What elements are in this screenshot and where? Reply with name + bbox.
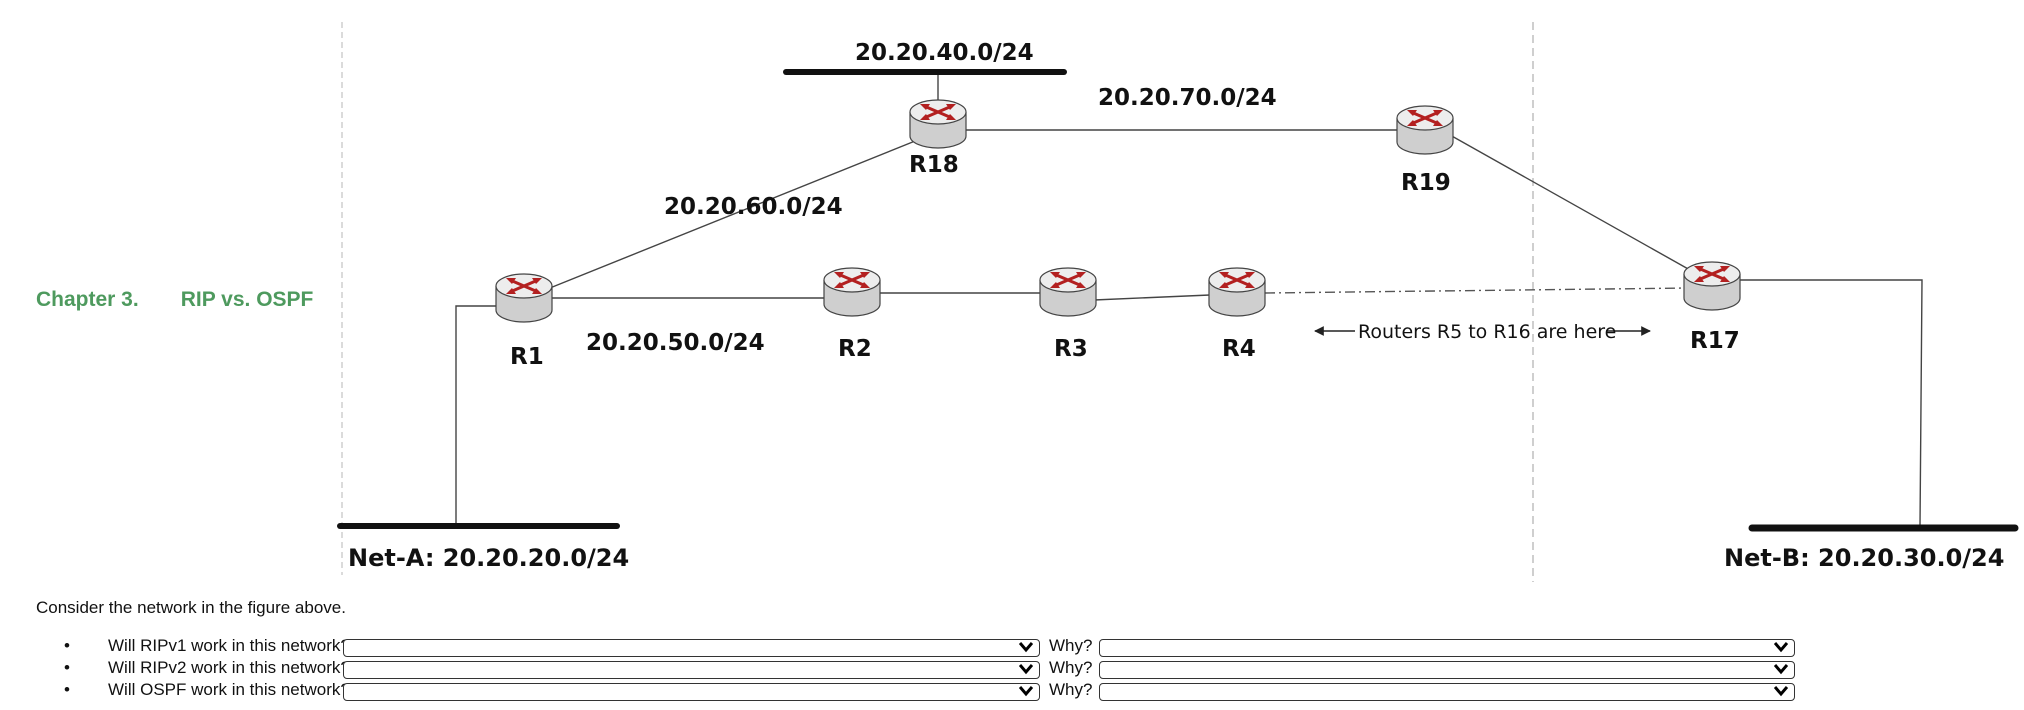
router-r19-icon — [1395, 104, 1455, 156]
label-r3: R3 — [1054, 336, 1088, 362]
label-r18: R18 — [909, 152, 959, 178]
label-neta: Net-A: 20.20.20.0/24 — [348, 544, 629, 572]
why-dropdown-ripv2[interactable] — [1099, 661, 1795, 679]
why-dropdown-ripv1[interactable] — [1099, 639, 1795, 657]
router-r3-icon — [1038, 266, 1098, 318]
answer-dropdown-ripv1[interactable] — [343, 639, 1040, 657]
bullet: • — [64, 680, 70, 699]
router-r2-icon — [822, 266, 882, 318]
answer-dropdown-ripv2[interactable] — [343, 661, 1040, 679]
network-diagram: 20.20.40.0/24 20.20.70.0/24 20.20.60.0/2… — [337, 22, 2019, 582]
label-net70: 20.20.70.0/24 — [1098, 85, 1277, 111]
label-r2: R2 — [838, 336, 872, 362]
label-net40: 20.20.40.0/24 — [855, 40, 1034, 66]
why-label: Why? — [1049, 680, 1093, 699]
label-r17: R17 — [1690, 328, 1740, 354]
routers-range-note: Routers R5 to R16 are here — [1358, 321, 1616, 343]
drop-r1-neta — [455, 305, 520, 526]
bullet: • — [64, 658, 70, 677]
router-r4-icon — [1207, 266, 1267, 318]
chevron-down-icon — [1774, 642, 1788, 653]
chevron-down-icon — [1019, 664, 1033, 675]
chevron-down-icon — [1774, 686, 1788, 697]
label-netb: Net-B: 20.20.30.0/24 — [1724, 544, 2004, 572]
question-text: Will RIPv1 work in this network? — [108, 636, 350, 655]
chapter-topic: RIP vs. OSPF — [180, 288, 314, 311]
chevron-down-icon — [1774, 664, 1788, 675]
chevron-down-icon — [1019, 642, 1033, 653]
label-r4: R4 — [1222, 336, 1256, 362]
label-r1: R1 — [510, 344, 544, 370]
link-r3-r4 — [1093, 294, 1211, 301]
label-r19: R19 — [1401, 170, 1451, 196]
router-r17-icon — [1682, 260, 1742, 312]
router-r1-icon — [494, 272, 554, 324]
question-text: Will RIPv2 work in this network? — [108, 658, 350, 677]
link-r1-r18 — [539, 132, 936, 293]
link-r4-r17-dashed — [1264, 287, 1691, 294]
chevron-down-icon — [1019, 686, 1033, 697]
drop-r17-netb — [1738, 279, 1923, 527]
why-label: Why? — [1049, 636, 1093, 655]
why-label: Why? — [1049, 658, 1093, 677]
answer-dropdown-ospf[interactable] — [343, 683, 1040, 701]
chapter-number: Chapter 3. — [36, 288, 139, 311]
link-r19-r17 — [1449, 134, 1691, 271]
label-net60: 20.20.60.0/24 — [664, 194, 843, 220]
question-prompt: Consider the network in the figure above… — [36, 598, 346, 617]
bullet: • — [64, 636, 70, 655]
chapter-heading: Chapter 3. RIP vs. OSPF — [36, 288, 313, 312]
question-text: Will OSPF work in this network? — [108, 680, 350, 699]
label-net50: 20.20.50.0/24 — [586, 330, 765, 356]
why-dropdown-ospf[interactable] — [1099, 683, 1795, 701]
router-r18-icon — [908, 98, 968, 150]
